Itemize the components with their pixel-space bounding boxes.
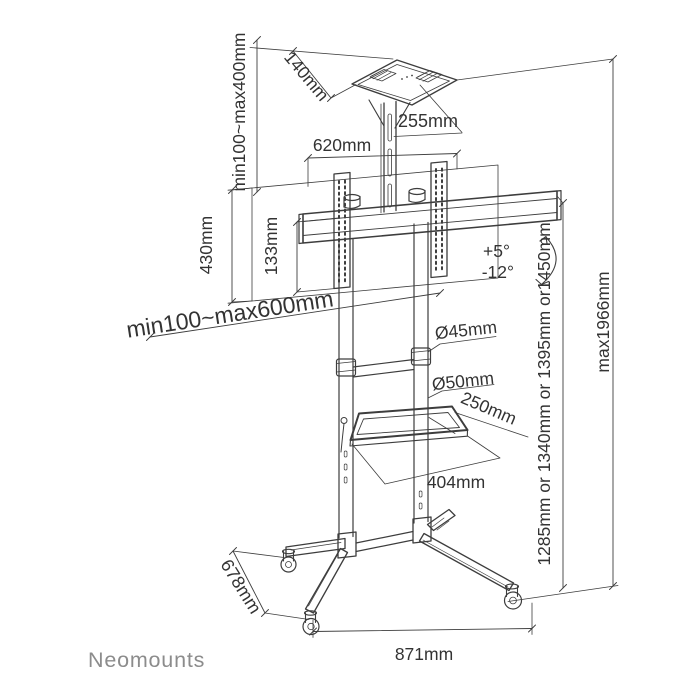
dim-top-shelf-width [249,47,394,102]
caster-front-right [503,583,523,610]
ground-reference-line [507,585,619,602]
base-hub-right [412,516,432,544]
vesa-rail-right [430,160,448,279]
caster-rear-left [280,548,297,573]
column-poles [335,221,432,539]
caster-front-left [302,610,320,636]
shelf-dot [401,78,403,80]
label-total-height: max1966mm [593,271,613,372]
dim-vesa-height [228,186,253,306]
label-tilt-up: +5° [483,241,510,261]
label-crossbar-width: 620mm [313,135,371,155]
vesa-rail-left [333,171,351,290]
label-shelf-depth: 250mm [458,388,520,429]
dim-lower-pole-leader [427,384,495,399]
shelf-pin [340,417,348,453]
stand-line-art [146,36,619,638]
label-top-shelf-depth: 255mm [398,111,458,131]
pole-left [338,238,354,539]
dim-crossbar-width [304,149,461,187]
label-screen-heights: 1285mm or 1340mm or 1395mm or1450mm [534,222,554,565]
crossbar-knob [408,187,426,204]
dim-vesa-width-range [146,289,444,341]
crossbar-knob [343,193,361,210]
label-bracket-height: 133mm [261,217,281,275]
label-lower-pole-diameter: Ø50mm [431,368,495,394]
label-upper-pole-diameter: Ø45mm [434,317,498,343]
dim-shelf-width [351,435,501,485]
pole-right [413,221,429,524]
dim-upper-pole-leader [427,336,497,353]
vent-left [369,69,397,82]
label-tilt-down: -12° [482,262,514,282]
label-base-depth: 678mm [216,556,265,618]
base-leg-rear-right [426,508,456,532]
base-cross-brace [355,530,414,553]
brand-logo: Neomounts [88,648,205,672]
top-shelf-column-bar [380,100,397,214]
base-leg-front-right [418,532,515,592]
pole-collar-left [335,358,357,377]
dim-base-width [309,602,536,638]
tv-bracket-crossbar [298,187,562,245]
label-shelf-width: 404mm [427,472,485,492]
dim-top-shelf-depth [393,84,463,137]
vent-right [415,70,443,83]
dim-shelf-depth [428,412,529,438]
label-vesa-width-range: min100~max600mm [125,285,336,342]
label-top-shelf-height-range: min100~max400mm [229,32,249,191]
av-shelf [340,405,469,453]
label-top-shelf-width: 140mm [280,47,333,105]
base-leg-rear-left [285,537,346,558]
dimension-lines [146,36,619,638]
shelf-dot [406,76,408,78]
base-leg-front-left [304,547,349,614]
label-base-width: 871mm [395,644,453,664]
dim-top-shelf-height-range [253,36,261,196]
shelf-support [368,99,411,129]
dim-screen-heights [556,195,567,592]
pole-collar-right [410,347,432,366]
shelf-dot [411,74,413,77]
base [280,508,523,636]
dim-base-depth [229,547,310,620]
tilt-arc [535,235,557,286]
dim-bracket-height [293,217,342,296]
label-vesa-height: 430mm [196,216,216,274]
dimension-labels: min100~max400mm 140mm 255mm 620mm 430mm … [125,32,613,664]
pole-tie-plate [352,358,415,378]
